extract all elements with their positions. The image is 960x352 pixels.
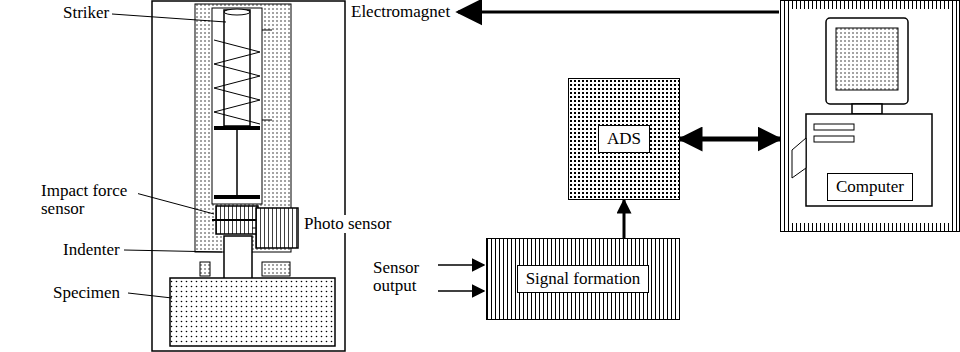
part-label: Indenter — [62, 241, 121, 259]
part-label: Photo sensor — [303, 215, 392, 233]
signal-label: Sensor output — [372, 259, 436, 295]
connector-arrow — [680, 137, 780, 142]
signal-formation-box: Signal formation — [486, 238, 680, 320]
part-label: Striker — [62, 4, 110, 22]
computer-panel: Computer — [780, 0, 960, 232]
node-text: Computer — [827, 173, 913, 201]
part-label: Impact force sensor — [40, 182, 138, 218]
part-label: Specimen — [52, 284, 121, 302]
connector-arrow — [623, 200, 626, 238]
node-text: Signal formation — [517, 265, 650, 293]
node-text: ADS — [598, 125, 650, 153]
ads-box: ADS — [568, 78, 680, 200]
signal-label: Electromagnet — [350, 3, 451, 21]
